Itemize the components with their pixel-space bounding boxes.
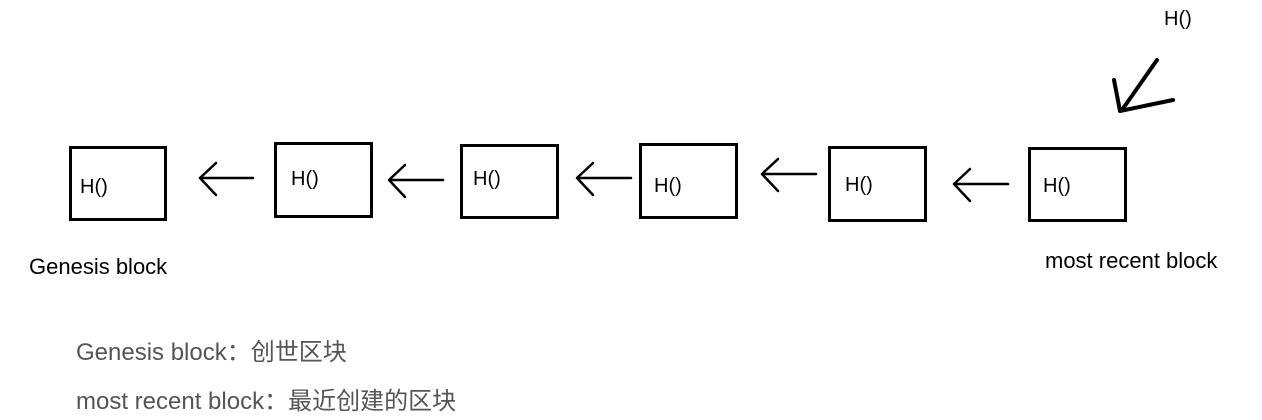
block: H() [274, 142, 373, 218]
hash-pointer-arrow [760, 157, 818, 193]
block: H() [460, 144, 559, 219]
block-hash-label: H() [473, 168, 501, 190]
recent-definition: 最近创建的区块 [288, 388, 457, 415]
hash-pointer-arrow [198, 161, 255, 197]
block-hash-label: H() [1043, 175, 1071, 197]
genesis-definition: 创世区块 [250, 339, 347, 366]
block-hash-label: H() [291, 168, 319, 190]
genesis-term: Genesis block [76, 339, 227, 366]
separator: ： [264, 388, 289, 415]
genesis-definition-line: Genesis block：创世区块 [76, 332, 347, 367]
block-most-recent: H() [1028, 147, 1127, 222]
hash-pointer-arrow [387, 163, 445, 199]
block-hash-label: H() [654, 175, 682, 197]
block: H() [828, 146, 927, 222]
head-pointer-arrow [1112, 58, 1175, 113]
hash-pointer-arrow [952, 167, 1010, 203]
recent-term: most recent block [76, 388, 265, 415]
hash-pointer-arrow [575, 161, 633, 197]
genesis-block-label: Genesis block [29, 254, 168, 279]
most-recent-block-label: most recent block [1045, 248, 1218, 273]
block-hash-label: H() [80, 176, 108, 198]
head-hash-pointer-label: H() [1164, 8, 1192, 30]
recent-definition-line: most recent block：最近创建的区块 [76, 381, 456, 416]
block: H() [639, 143, 738, 219]
block-hash-label: H() [845, 174, 873, 196]
separator: ： [226, 339, 251, 366]
block-genesis: H() [69, 146, 167, 221]
